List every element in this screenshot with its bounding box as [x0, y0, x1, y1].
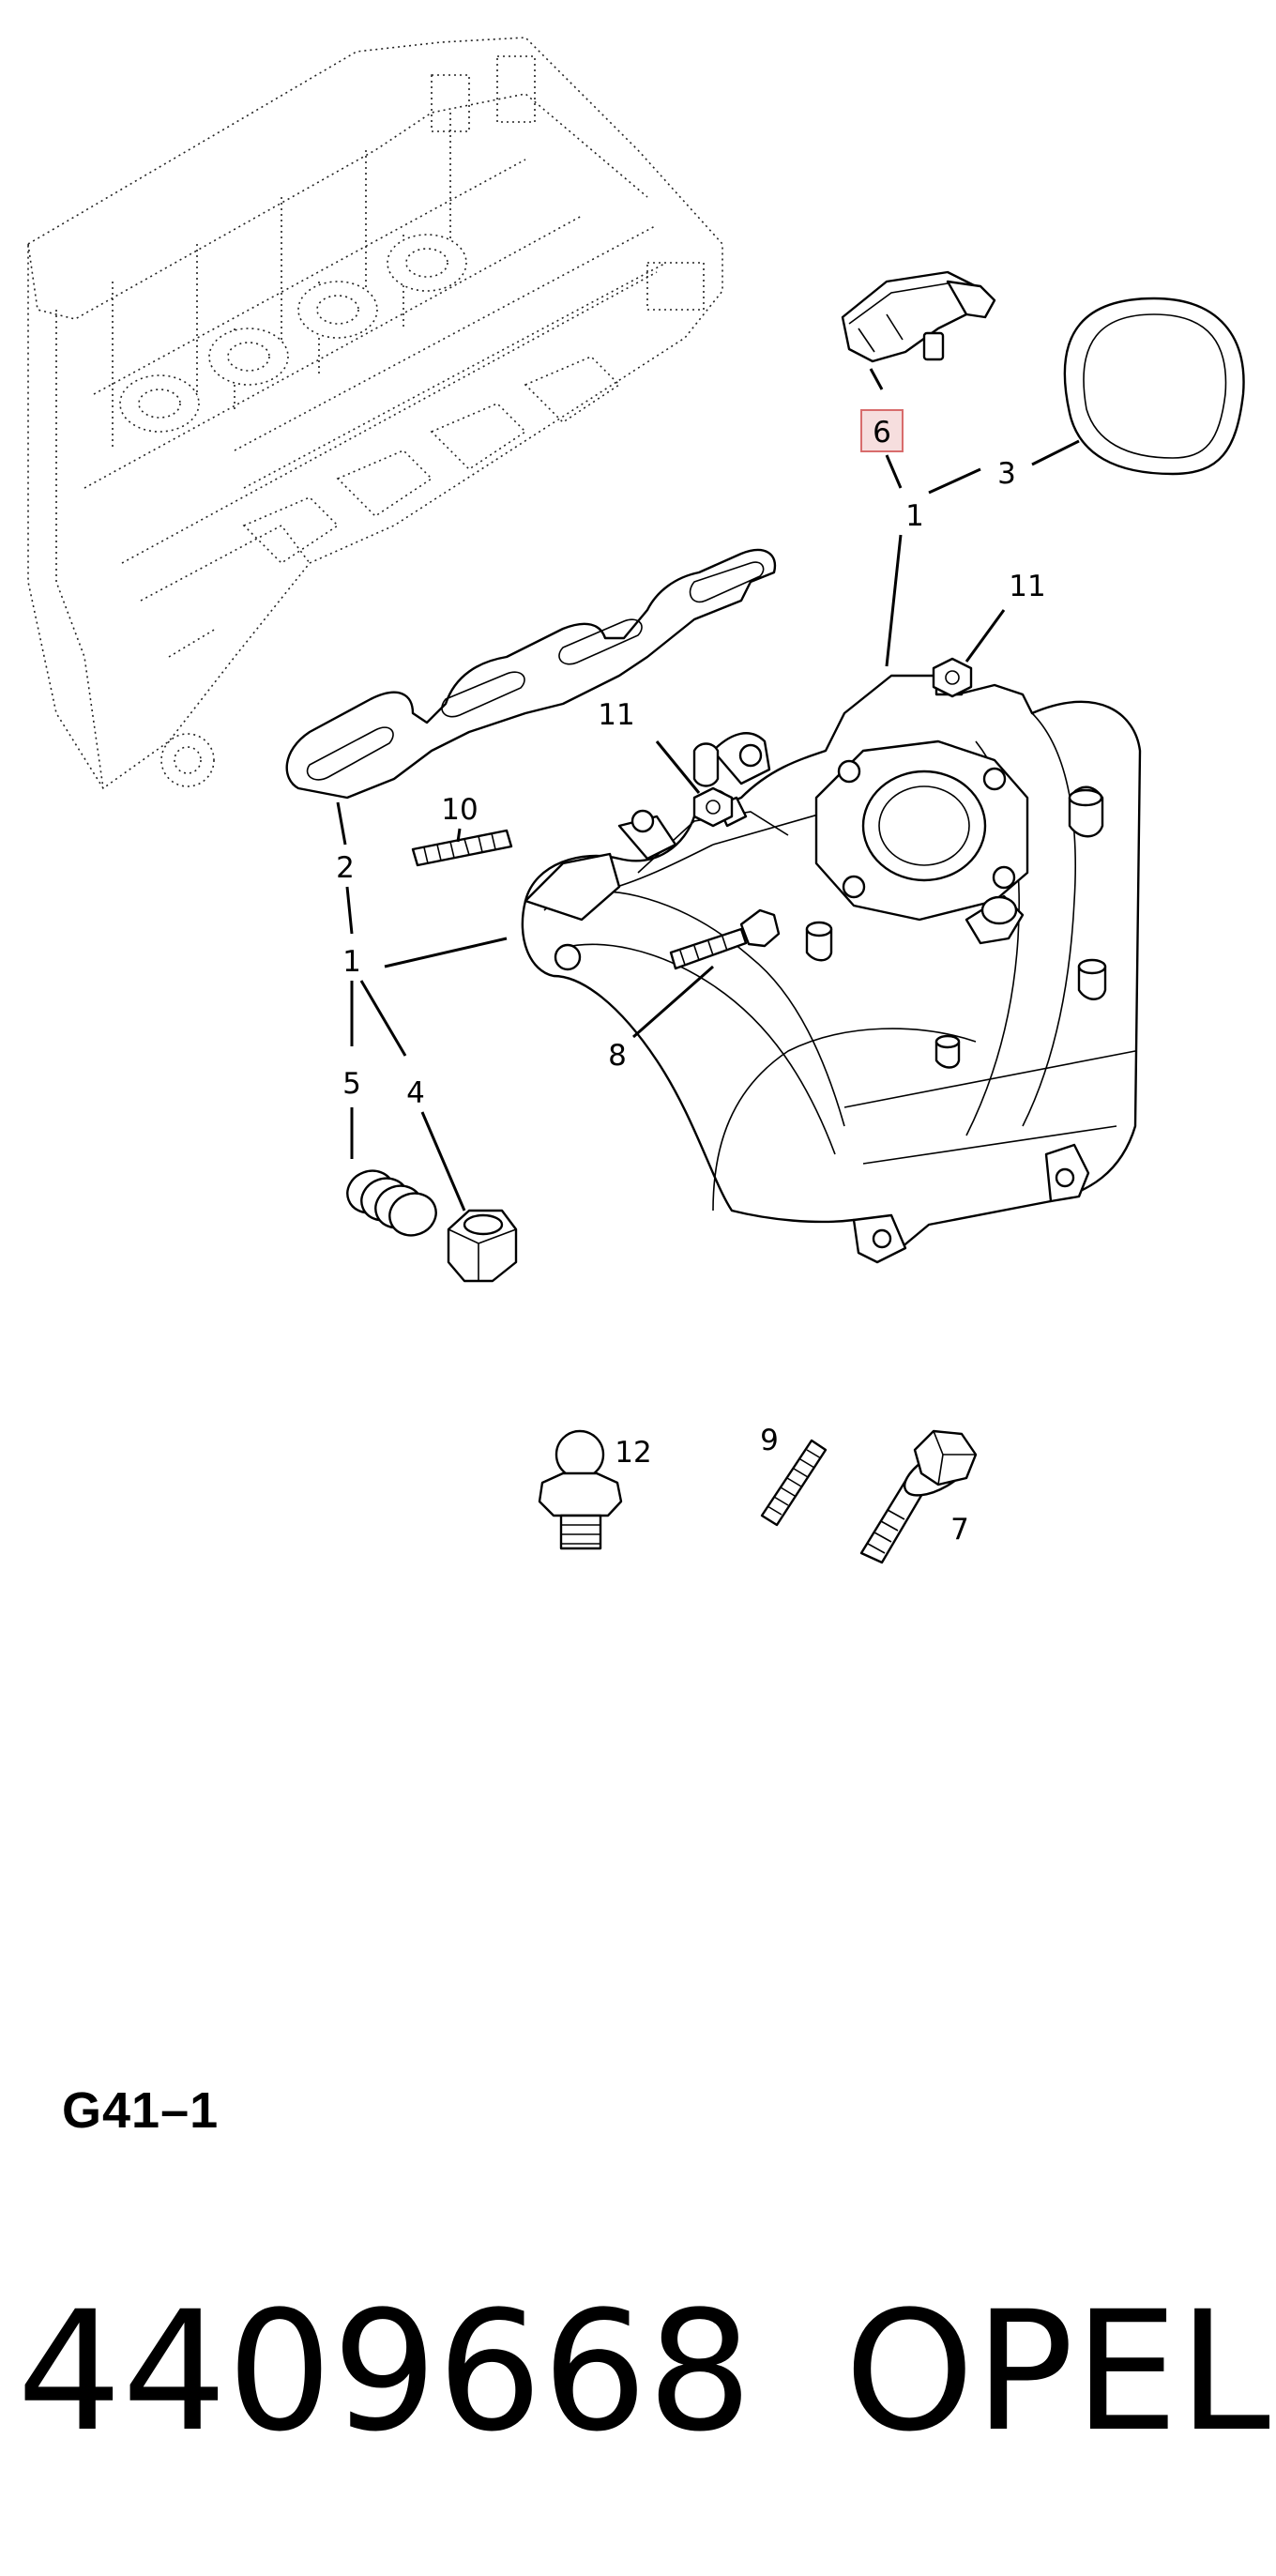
callout-4: 4: [406, 1076, 425, 1110]
callout-12: 12: [615, 1436, 651, 1470]
callout-9: 9: [760, 1424, 779, 1457]
engine-block-outline: [27, 37, 723, 790]
nut-11-right: [932, 657, 973, 698]
callout-11-right: 11: [1009, 570, 1045, 603]
intake-manifold: [521, 667, 1142, 1264]
callout-8: 8: [608, 1039, 627, 1073]
callout-7: 7: [950, 1513, 969, 1547]
ball-stud-12: [538, 1429, 623, 1550]
callout-2: 2: [336, 851, 355, 885]
callout-1-left: 1: [342, 945, 361, 979]
leader-lines: [336, 368, 1080, 1212]
throttle-body-gasket: [1063, 297, 1245, 476]
cap-nut-4: [447, 1209, 518, 1283]
nut-11-left: [692, 786, 734, 828]
callout-11-left: 11: [598, 698, 634, 732]
callout-5: 5: [342, 1067, 361, 1101]
map-sensor: [841, 270, 996, 363]
exploded-parts-diagram: 6 1 3 11 11 10 2 1 5 4 8 12 9 7: [27, 37, 1245, 1564]
flange-bolt-7: [859, 1429, 978, 1564]
callout-6-highlight-box: [860, 409, 904, 452]
callout-labels: 6 1 3 11 11 10 2 1 5 4 8 12 9 7: [336, 409, 1046, 1547]
stud-9: [760, 1439, 828, 1527]
intake-manifold-gasket: [285, 548, 777, 800]
callout-6: 6: [873, 416, 891, 450]
callout-1-top: 1: [905, 499, 924, 533]
o-rings-5: [346, 1169, 437, 1237]
part-number: 4409668: [17, 2276, 752, 2468]
bolt-8: [669, 908, 781, 970]
callout-3: 3: [997, 457, 1016, 491]
brand-name: OPEL: [844, 2276, 1270, 2468]
figure-code: G41–1: [62, 2082, 220, 2139]
callout-10: 10: [441, 793, 478, 827]
stud-10: [411, 829, 513, 867]
